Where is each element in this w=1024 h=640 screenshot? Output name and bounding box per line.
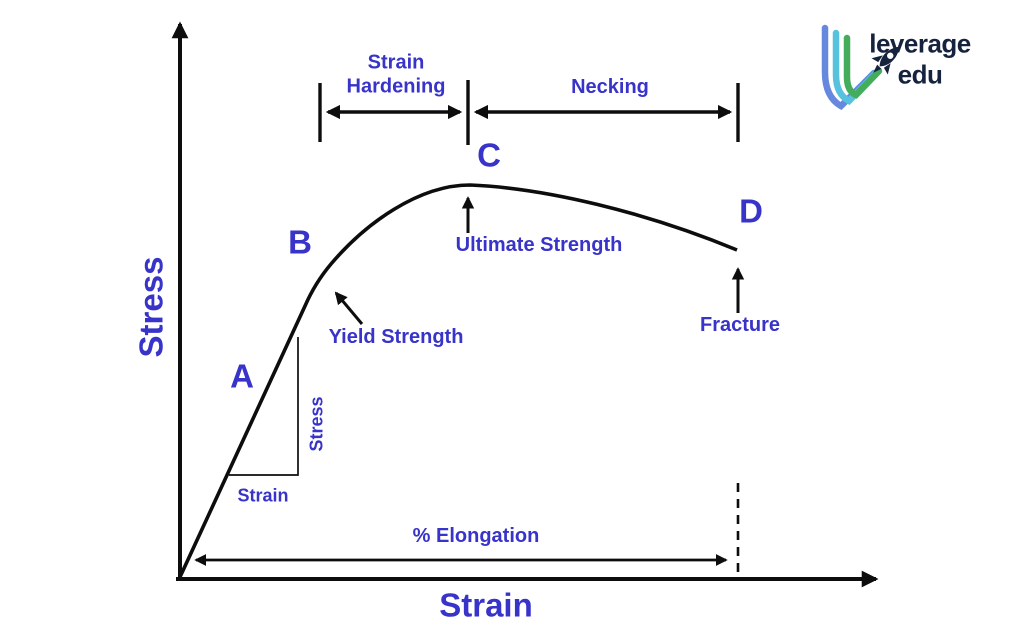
x-axis-label: Strain [439, 586, 533, 624]
ultimate-strength-label: Ultimate Strength [455, 234, 623, 257]
modulus-strain-label: Strain [237, 485, 289, 506]
necking-label: Necking [571, 76, 649, 99]
point-a-label: A [230, 357, 254, 395]
yield-strength-label: Yield Strength [328, 326, 464, 349]
fracture-label: Fracture [699, 314, 781, 337]
stress-strain-curve [178, 183, 738, 578]
modulus-triangle [229, 337, 299, 476]
logo-word-leverage: leverage [869, 28, 971, 59]
yield-strength-arrow [334, 291, 364, 325]
logo-stripe-blue [821, 24, 878, 111]
logo-stripe-cyan [832, 29, 881, 106]
logo-stripe-green [843, 34, 883, 99]
point-b-label: B [288, 223, 312, 261]
rocket-icon [871, 46, 900, 75]
logo-word-edu: edu [897, 59, 943, 90]
y-axis-label: Stress [132, 256, 170, 358]
elongation-label: % Elongation [412, 525, 540, 548]
point-d-label: D [739, 192, 763, 230]
point-c-label: C [477, 136, 501, 174]
strain-hardening-label: Strain Hardening [346, 51, 446, 97]
leverage-edu-logo-icon [821, 24, 900, 111]
modulus-stress-label: Stress [306, 396, 327, 452]
